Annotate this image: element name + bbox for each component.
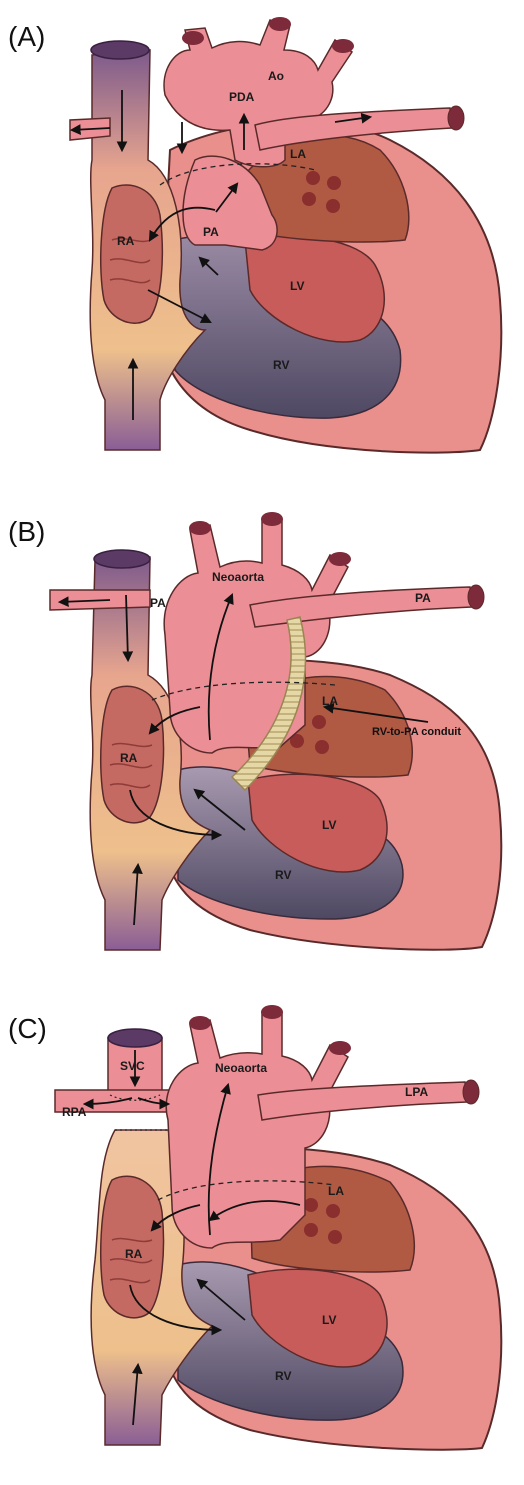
panel-b: (B) Neoaorta PA PA LA RV-to-PA conduit R… [0, 495, 524, 990]
label-lpa: LPA [405, 1085, 428, 1099]
vessel-opening [448, 106, 464, 130]
label-lv: LV [290, 279, 304, 293]
label-neoaorta: Neoaorta [215, 1061, 267, 1075]
panel-c-diagram: (C) SVC RPA Neoaorta LPA LA RA LV [0, 990, 524, 1485]
svc-opening [108, 1029, 162, 1047]
pulmonary-vein-opening [302, 192, 316, 206]
label-ra: RA [120, 751, 138, 765]
label-ao: Ao [268, 69, 284, 83]
vessel-opening [329, 1041, 351, 1055]
label-lv: LV [322, 818, 336, 832]
label-la: LA [328, 1184, 344, 1198]
label-ra: RA [117, 234, 135, 248]
pulmonary-vein-opening [326, 199, 340, 213]
pulmonary-vein-opening [306, 171, 320, 185]
vessel-opening [468, 585, 484, 609]
svc-opening [91, 41, 149, 59]
label-pa-left: PA [150, 596, 166, 610]
vessel-opening [261, 512, 283, 526]
panel-b-letter: (B) [8, 516, 45, 547]
vessel-opening [269, 17, 291, 31]
label-la: LA [290, 147, 306, 161]
panel-b-diagram: (B) Neoaorta PA PA LA RV-to-PA conduit R… [0, 495, 524, 990]
label-conduit: RV-to-PA conduit [372, 726, 461, 738]
right-atrium [101, 185, 163, 323]
vessel-opening [329, 552, 351, 566]
pulmonary-vein-opening [328, 1230, 342, 1244]
label-rv: RV [275, 868, 291, 882]
panel-a: (A) Ao PDA LA PA RA LV [0, 0, 524, 495]
vessel-opening [463, 1080, 479, 1104]
label-rv: RV [273, 358, 289, 372]
label-la: LA [322, 694, 338, 708]
pulmonary-vein-opening [312, 715, 326, 729]
pulmonary-vein-opening [315, 740, 329, 754]
label-lv: LV [322, 1313, 336, 1327]
panel-a-letter: (A) [8, 21, 45, 52]
pulmonary-vein-opening [304, 1223, 318, 1237]
pulmonary-vein-opening [326, 1204, 340, 1218]
label-rv: RV [275, 1369, 291, 1383]
vessel-opening [182, 31, 204, 45]
label-rpa: RPA [62, 1105, 87, 1119]
vessel-opening [261, 1005, 283, 1019]
pulmonary-vein-opening [327, 176, 341, 190]
label-pda: PDA [229, 90, 255, 104]
vessel-opening [189, 521, 211, 535]
vessel-opening [189, 1016, 211, 1030]
panel-c-letter: (C) [8, 1013, 47, 1044]
pulmonary-vein-opening [304, 1198, 318, 1212]
label-pa-right: PA [415, 591, 431, 605]
panel-c: (C) SVC RPA Neoaorta LPA LA RA LV [0, 990, 524, 1485]
label-neoaorta: Neoaorta [212, 570, 264, 584]
vessel-opening [332, 39, 354, 53]
label-svc: SVC [120, 1059, 145, 1073]
label-pa: PA [203, 225, 219, 239]
label-ra: RA [125, 1247, 143, 1261]
svc-opening [94, 550, 150, 568]
panel-a-diagram: (A) Ao PDA LA PA RA LV [0, 0, 524, 495]
